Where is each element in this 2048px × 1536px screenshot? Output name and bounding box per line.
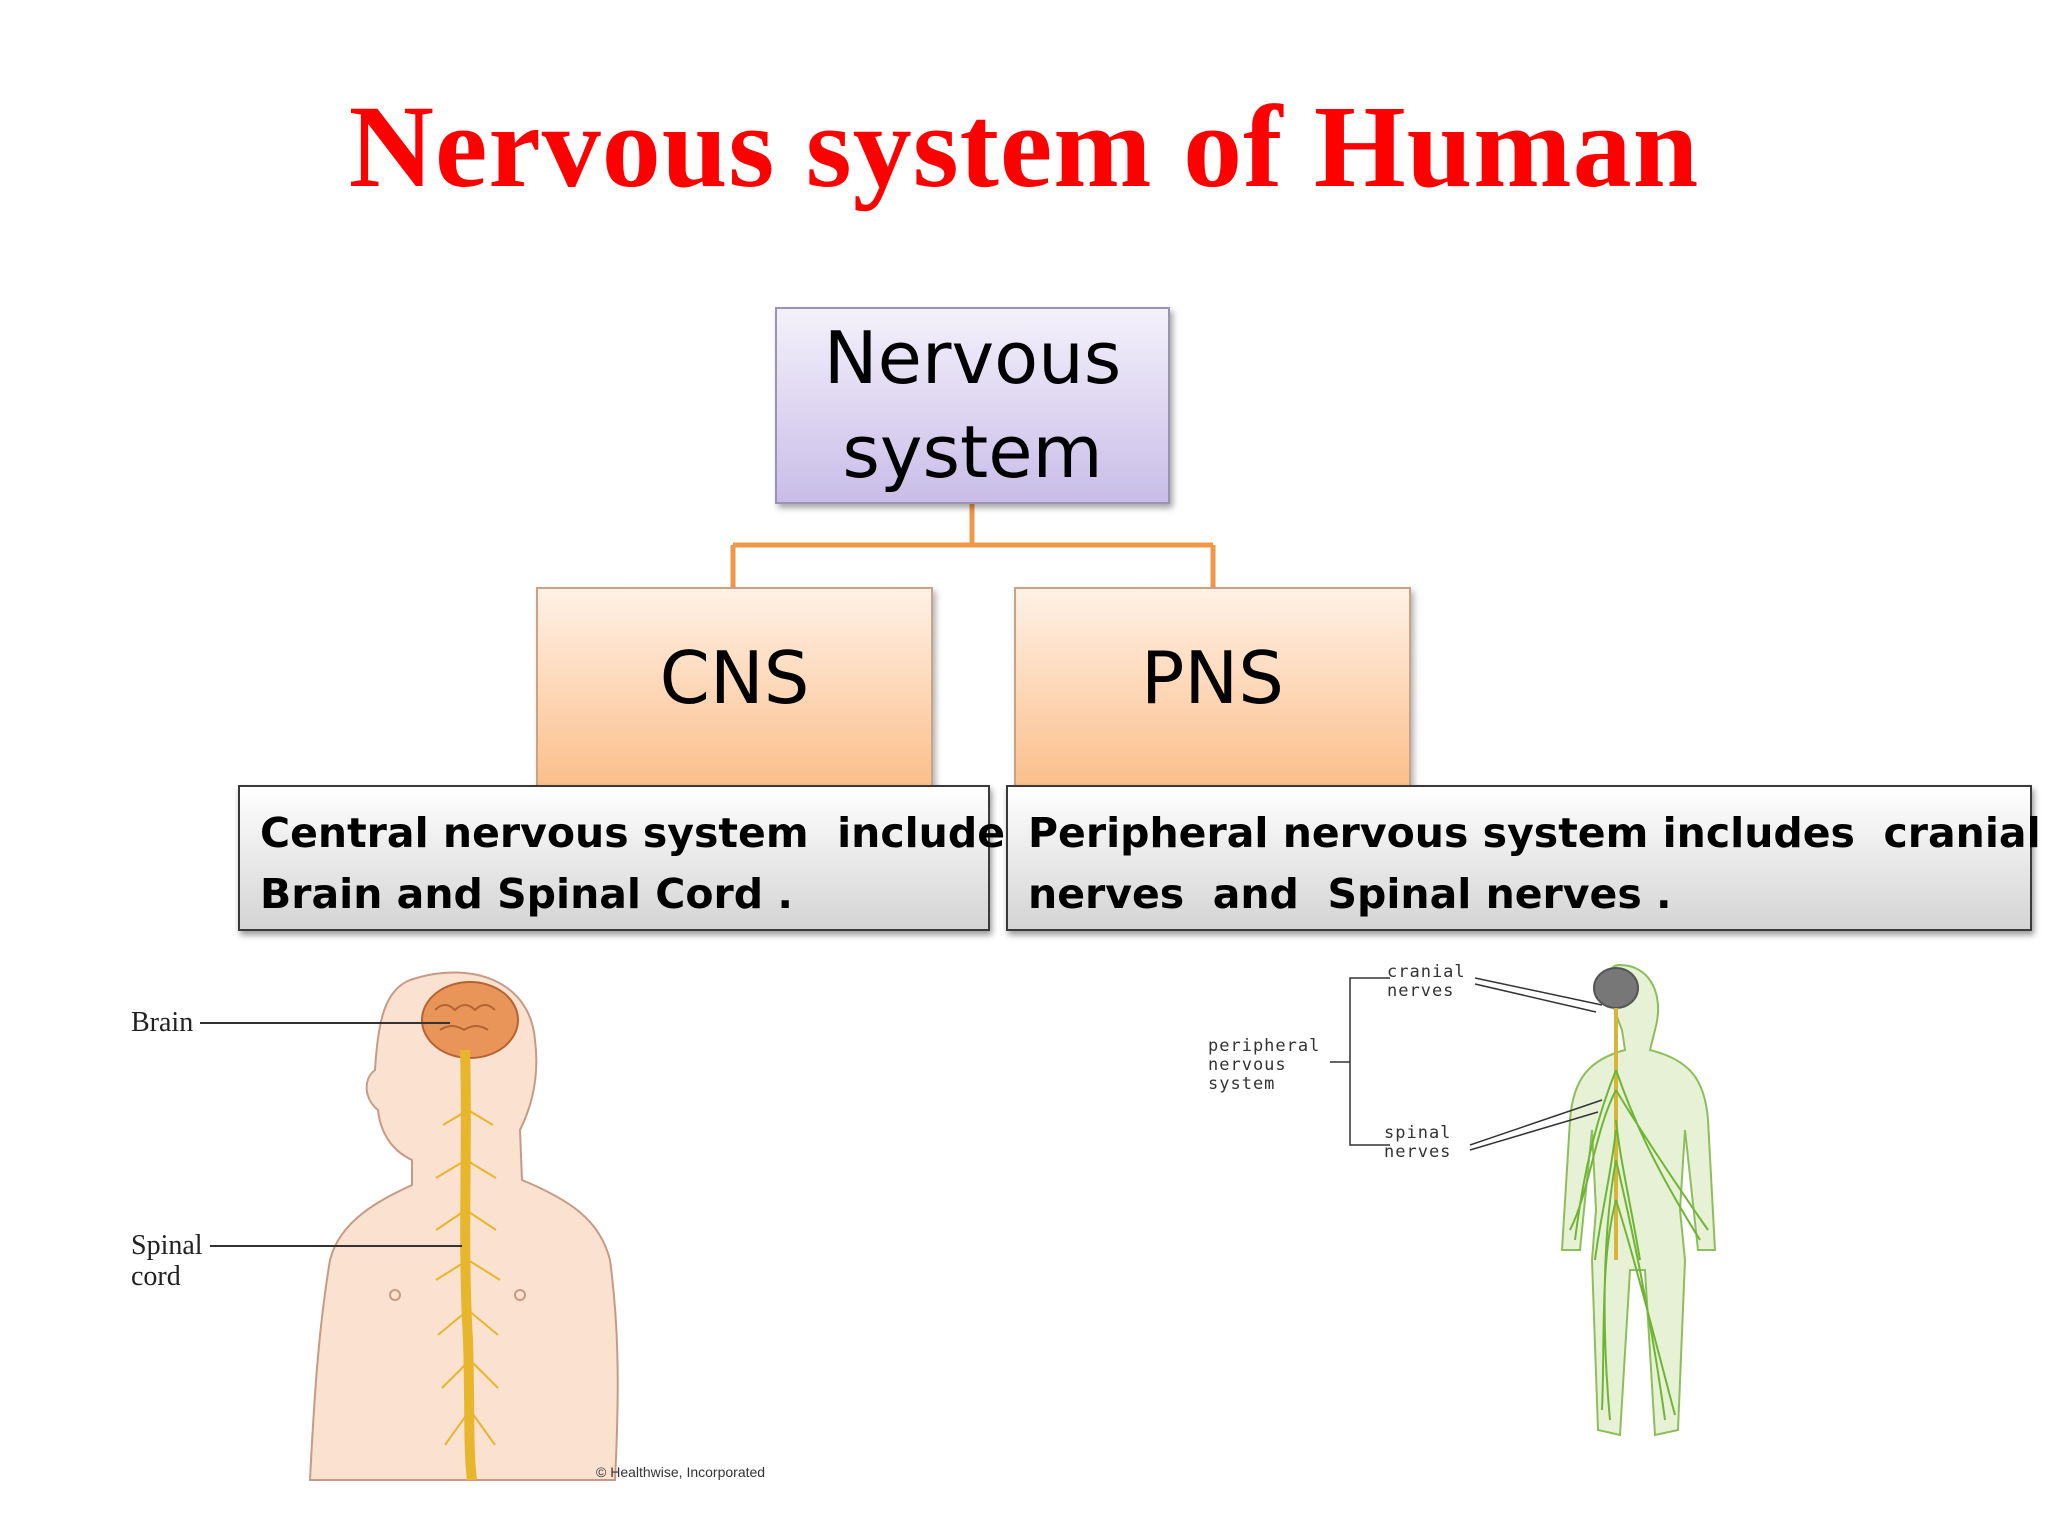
pns-description-line2: nerves and Spinal nerves . bbox=[1028, 870, 1672, 918]
cranial-nerves-label: cranial nerves bbox=[1387, 962, 1466, 1002]
cns-illustration bbox=[200, 971, 619, 1481]
body-silhouette bbox=[1560, 963, 1717, 1437]
spinal-nerves-label: spinal nerves bbox=[1384, 1123, 1452, 1163]
brain-label: Brain bbox=[131, 1007, 194, 1038]
spinal-cord bbox=[460, 1049, 477, 1481]
root-label-line1: Nervous bbox=[823, 315, 1122, 400]
spinal-cord-label: Spinal cord bbox=[131, 1230, 203, 1293]
brain-shape bbox=[1593, 967, 1639, 1009]
pns-label-text: peripheral nervous system bbox=[1208, 1036, 1321, 1095]
image-credit: © Healthwise, Incorporated bbox=[596, 1464, 766, 1480]
cns-node: CNS bbox=[536, 587, 933, 787]
pns-label: PNS bbox=[1141, 636, 1284, 720]
brain-shape bbox=[421, 981, 519, 1059]
pns-description-line1: Peripheral nervous system includes crani… bbox=[1028, 809, 2041, 857]
root-label-line2: system bbox=[842, 409, 1103, 494]
page-title: Nervous system of Human bbox=[348, 81, 1700, 212]
pns-description: Peripheral nervous system includes crani… bbox=[1006, 785, 2041, 931]
cns-label: CNS bbox=[659, 636, 810, 720]
pns-illustration bbox=[1330, 963, 1717, 1437]
cns-description-line1: Central nervous system includes bbox=[260, 809, 1030, 857]
cns-description: Central nervous system includes Brain an… bbox=[238, 785, 1030, 931]
pns-node: PNS bbox=[1014, 587, 1411, 787]
nervous-system-node: Nervous system bbox=[775, 307, 1170, 504]
cns-description-line2: Brain and Spinal Cord . bbox=[260, 870, 793, 918]
